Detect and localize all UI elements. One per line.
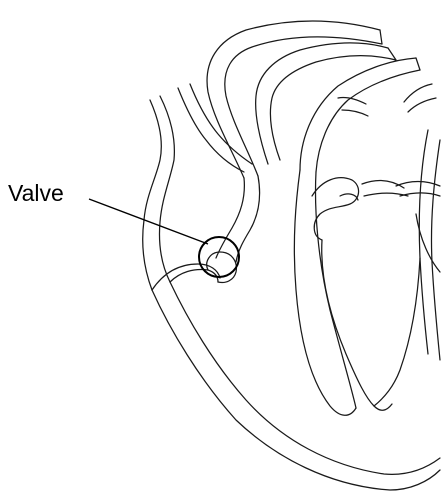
valve-callout: Valve	[8, 180, 239, 277]
pulmonary-artery	[300, 58, 436, 172]
left-ventricle	[322, 240, 420, 410]
valve-label: Valve	[8, 180, 64, 206]
septum	[294, 170, 356, 415]
callout-leader-line	[89, 199, 208, 244]
vena-cava	[143, 84, 252, 290]
